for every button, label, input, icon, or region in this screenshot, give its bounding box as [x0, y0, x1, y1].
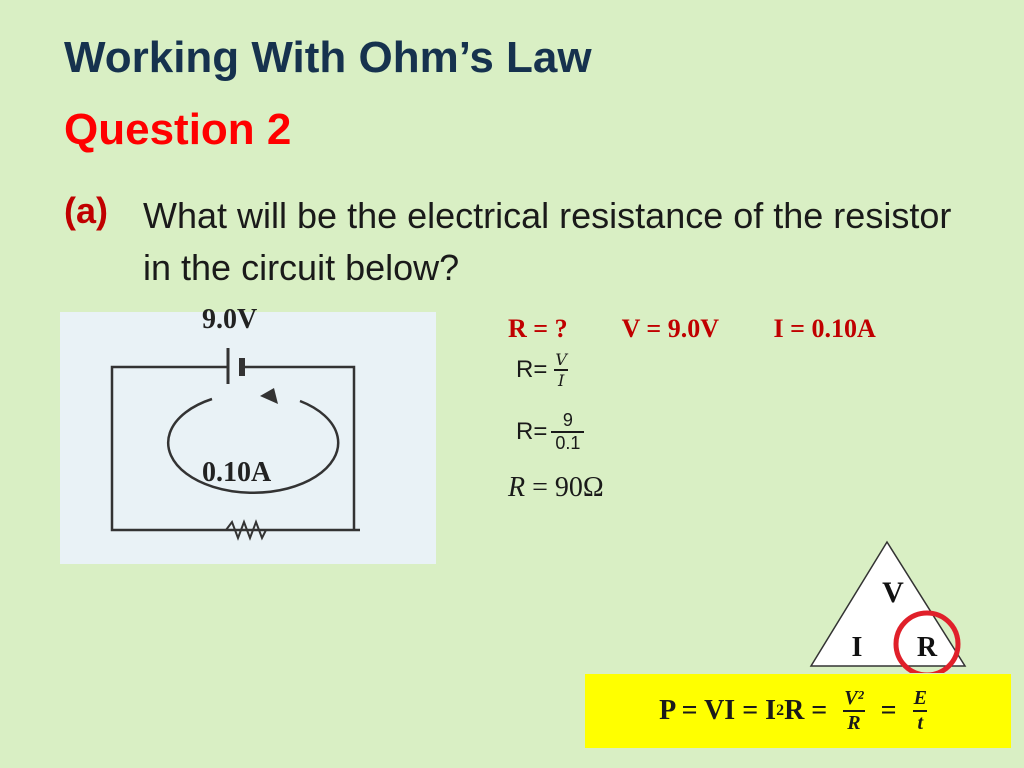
question-label: (a) [64, 190, 108, 231]
slide-title: Working With Ohm’s Law [64, 33, 592, 82]
highlight-circle-icon [893, 610, 961, 673]
circuit-current-label: 0.10A [202, 457, 272, 488]
result-variable: R [508, 472, 526, 503]
triangle-i: I [852, 632, 863, 663]
question-text: What will be the electrical resistance o… [143, 195, 952, 289]
fraction-numerator: E [913, 687, 927, 709]
fraction-numerator: V [555, 350, 567, 369]
result-value: 90Ω [554, 472, 604, 503]
fraction-numerator: V² [844, 687, 864, 709]
triangle-r: R [917, 632, 938, 663]
given-i: I = 0.10A [773, 314, 876, 343]
circuit-wires [110, 365, 360, 532]
circuit-image-background [60, 312, 436, 564]
fraction-numerator: 9 [562, 410, 573, 430]
power-formula-part2: R = [784, 695, 835, 726]
working-line-2-prefix: R= [516, 418, 548, 445]
current-loop-arrow-icon [166, 388, 340, 494]
fraction-e-over-t: E t [910, 687, 931, 735]
circuit-diagram: 9.0V 0.10A [110, 304, 360, 541]
result-equals: = [525, 472, 555, 503]
power-formula-exponent: 2 [776, 702, 785, 719]
resistor-icon [225, 519, 267, 541]
fraction-denominator: I [553, 369, 569, 390]
working-line-1: R= V I [516, 350, 571, 390]
battery-icon [220, 348, 248, 384]
power-formula-part1: P = VI = I [659, 695, 777, 726]
result-line: R = 90Ω [508, 472, 604, 504]
triangle-v: V [882, 576, 904, 609]
working-line-2: R= 9 0.1 [516, 410, 585, 454]
fraction-denominator: t [913, 710, 928, 735]
given-r: R = ? [508, 314, 568, 343]
fraction-9-over-0-1: 9 0.1 [551, 410, 585, 454]
fraction-denominator: 0.1 [551, 431, 585, 454]
fraction-denominator: R [843, 710, 865, 735]
ohms-law-triangle: V I R [809, 540, 967, 673]
circuit-voltage-label: 9.0V [202, 304, 257, 335]
triangle-shape [809, 540, 967, 667]
fraction-v-squared-over-r: V² R [840, 687, 867, 735]
fraction-v-over-i: V I [551, 350, 571, 390]
given-values: R = ? V = 9.0V I = 0.10A [508, 314, 876, 344]
power-formula-equals: = [873, 695, 904, 726]
slide-subtitle: Question 2 [64, 105, 292, 154]
given-v: V = 9.0V [621, 314, 720, 343]
working-line-1-prefix: R= [516, 356, 548, 383]
